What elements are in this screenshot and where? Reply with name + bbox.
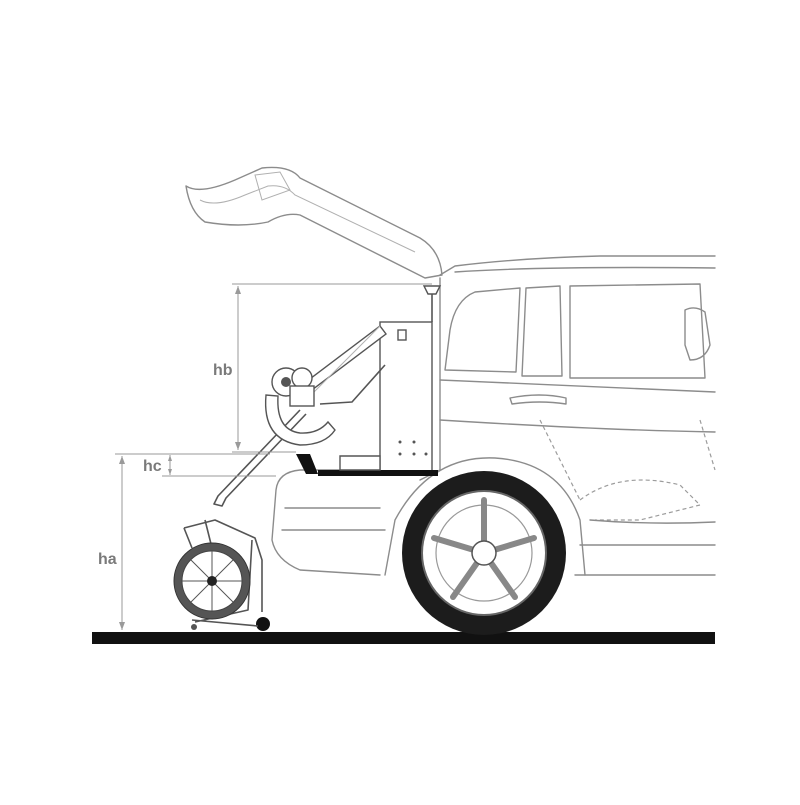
hc-arrow-bottom: [168, 469, 172, 475]
dimension-hc: hc: [143, 455, 276, 477]
column-top-mount: [422, 285, 442, 295]
car-rear-wheel: [402, 471, 566, 635]
open-tailgate: [185, 166, 443, 279]
caster-wheel: [256, 617, 270, 631]
roof-line: [439, 255, 716, 276]
wheelchair-lift: [173, 285, 442, 631]
hb-arrow-top: [235, 286, 241, 294]
car-body: [185, 166, 716, 576]
rear-window-frame: [444, 287, 521, 373]
rear-bumper: [271, 469, 421, 576]
side-window-front: [569, 283, 706, 379]
body-belt-line: [439, 379, 716, 393]
column-bolts: [398, 440, 428, 456]
ha-arrow-top: [119, 456, 125, 464]
side-window-rear: [521, 285, 563, 377]
mirror: [684, 307, 711, 361]
ha-label: ha: [98, 551, 117, 568]
gripper-motor: [271, 367, 315, 407]
seat-outline-dashed: [579, 479, 702, 521]
door-handle: [509, 394, 567, 405]
dimension-hb: hb: [213, 283, 432, 453]
hb-label: hb: [213, 362, 233, 379]
hb-arrow-bottom: [235, 442, 241, 450]
ha-arrow-bottom: [119, 622, 125, 630]
dimension-ha: ha: [98, 453, 270, 630]
bumper-detail: [281, 507, 386, 531]
door-line: [439, 419, 716, 433]
interior-dashed: [539, 419, 716, 501]
folded-wheelchair: [173, 519, 270, 631]
tailgate-inner-edge: [199, 185, 416, 253]
hc-arrow-top: [168, 455, 172, 461]
wheelchair-footrest: [191, 619, 259, 627]
roof-rail: [454, 266, 716, 273]
wheel-arch: [384, 457, 586, 576]
lift-hanger-arm: [213, 409, 307, 507]
lift-column: [379, 321, 433, 473]
wheelchair-hub: [207, 576, 217, 586]
column-window: [397, 329, 407, 341]
hc-label: hc: [143, 458, 162, 475]
tailgate-glass: [254, 171, 291, 201]
lift-gripper: [264, 394, 336, 446]
ground-line: [92, 632, 715, 644]
plate-bracket: [296, 454, 318, 474]
floor-plate: [318, 470, 438, 476]
lift-strut: [319, 364, 386, 405]
wheelchair-frame: [183, 519, 263, 623]
rear-caster: [191, 624, 197, 630]
base-block: [339, 455, 381, 471]
rocker-panel: [579, 519, 716, 546]
